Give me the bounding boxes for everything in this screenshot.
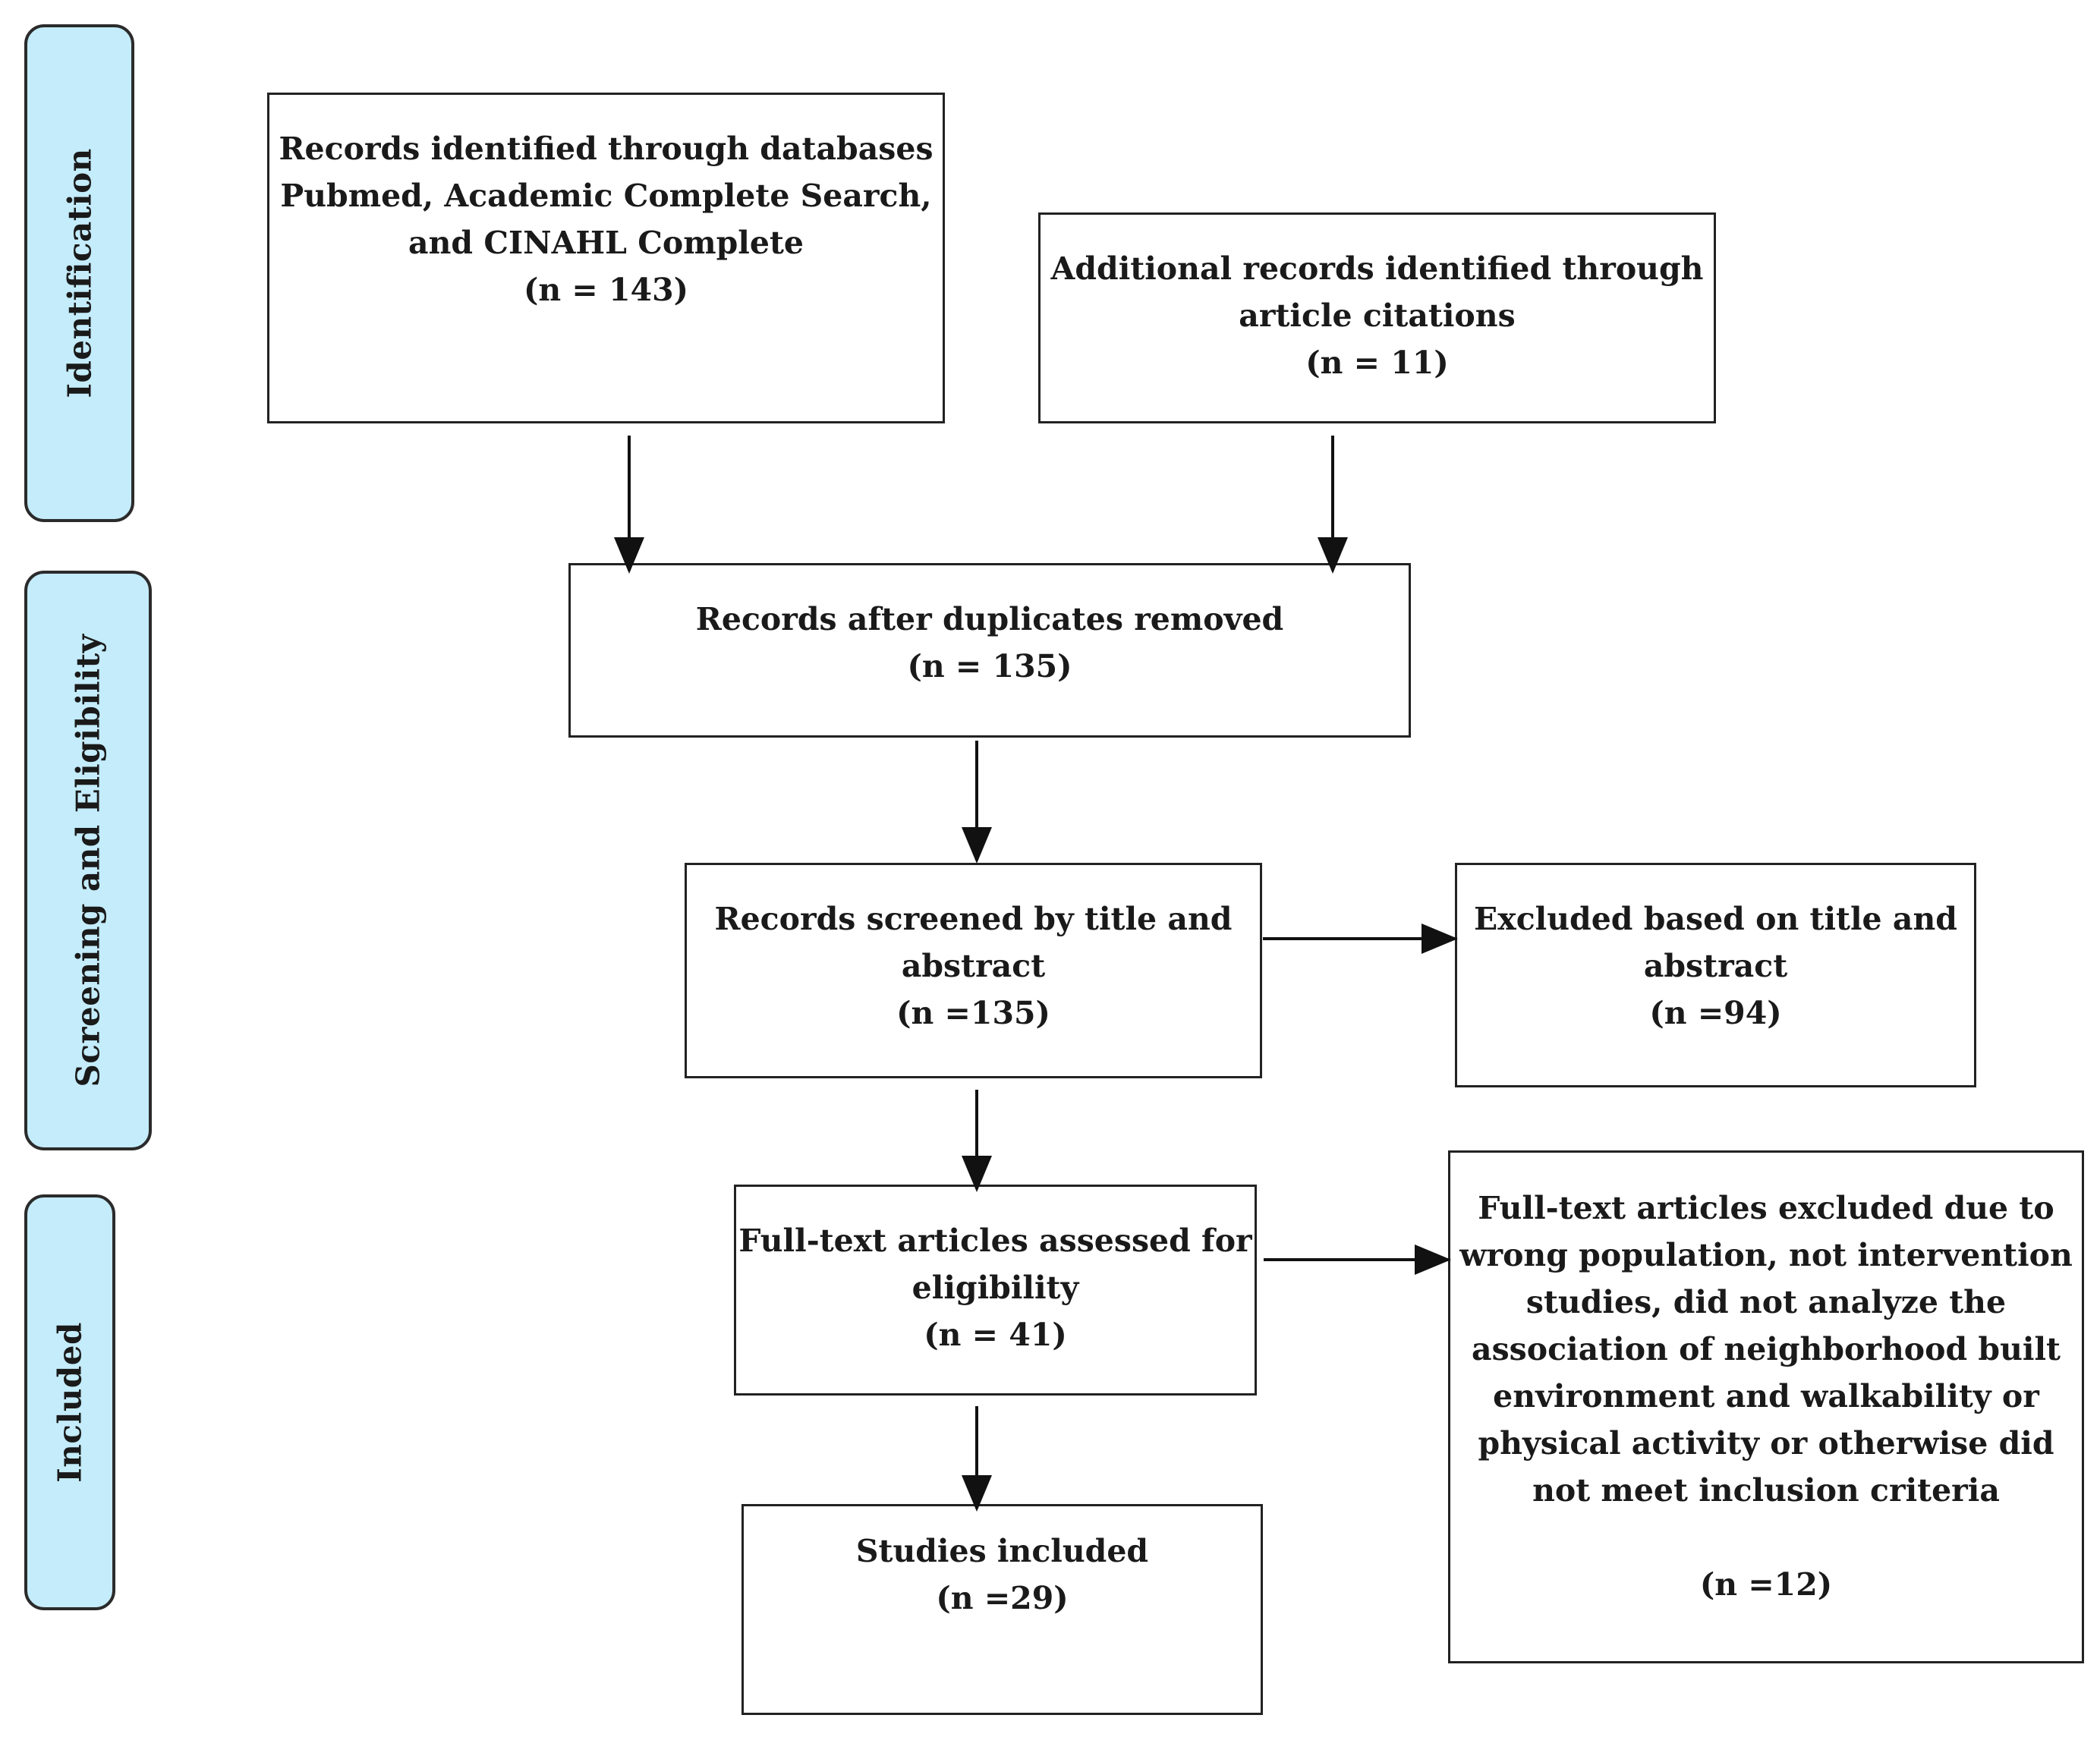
box-count: (n =135) [896,995,1050,1031]
phase-screening-eligibility: Screening and Eligibility [24,571,152,1150]
additional-records-box: Additional records identified through ar… [1038,212,1716,423]
box-text-line: and CINAHL Complete [408,225,804,261]
studies-included-box: Studies included (n =29) [741,1504,1263,1715]
box-text-line: association of neighborhood built [1472,1331,2061,1367]
phase-included: Included [24,1194,115,1610]
box-count: (n = 143) [523,272,689,308]
box-text-line: Pubmed, Academic Complete Search, [280,178,932,214]
box-text-line: not meet inclusion criteria [1532,1472,2000,1509]
box-text-line: physical activity or otherwise did [1478,1425,2054,1462]
full-text-assessed-box: Full-text articles assessed for eligibil… [734,1185,1257,1396]
box-text-line: wrong population, not intervention [1459,1237,2073,1273]
box-text-line: article citations [1239,297,1516,334]
after-duplicates-box: Records after duplicates removed (n = 13… [568,563,1411,738]
excluded-title-abstract-box: Excluded based on title and abstract (n … [1455,863,1976,1087]
box-text-line: Records identified through databases [279,131,934,167]
box-text-line: environment and walkability or [1493,1378,2039,1414]
box-text-line: Full-text articles excluded due to [1478,1190,2054,1226]
box-text-line: Full-text articles assessed for [738,1223,1252,1259]
box-text-line: abstract [901,948,1046,984]
box-count: (n =94) [1649,995,1782,1031]
phase-identification: Identification [24,24,134,522]
full-text-excluded-box: Full-text articles excluded due to wrong… [1448,1150,2084,1663]
records-identified-box: Records identified through databases Pub… [267,93,945,423]
box-text-line: abstract [1643,948,1788,984]
box-count: (n =12) [1699,1566,1833,1603]
box-count: (n =29) [936,1580,1069,1616]
box-text-line: Studies included [855,1533,1149,1569]
box-count: (n = 135) [907,648,1072,684]
box-text-line: eligibility [911,1270,1079,1306]
box-count: (n = 41) [924,1317,1067,1353]
box-text-line: Additional records identified through [1050,250,1704,287]
box-text-line: studies, did not analyze the [1525,1284,2007,1320]
box-text-line: Records screened by title and [714,901,1233,937]
box-count: (n = 11) [1305,345,1449,381]
screened-box: Records screened by title and abstract (… [685,863,1262,1078]
box-text-line: Records after duplicates removed [695,601,1284,637]
box-text-line: Excluded based on title and [1474,901,1957,937]
